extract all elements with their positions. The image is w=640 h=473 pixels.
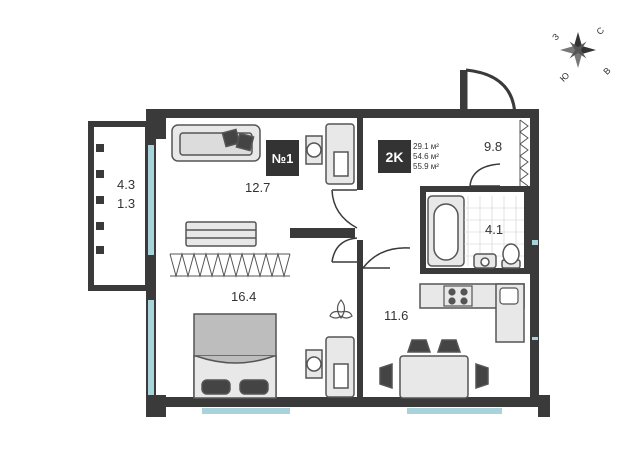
desk-icon [305,336,355,398]
bathtub-icon [427,195,465,267]
stove-icon [443,285,473,307]
balcony-area-label: 4.3 [117,177,136,192]
wardrobe-icon [169,252,291,278]
hall-closet [519,119,529,187]
balcony-area-reduced-label: 1.3 [117,196,136,211]
bedroom1-area-label: 12.7 [245,180,271,195]
total-area: 55.9 м² [413,162,439,171]
bed-icon [193,313,277,399]
apartment-type-badge: 2K [378,140,411,173]
toilet-icon [501,243,521,269]
dining-table-icon [379,339,489,399]
desk-icon [305,123,355,185]
hall-area-label: 9.8 [484,139,503,154]
tv-cabinet [185,221,257,247]
bedroom2-area-label: 16.4 [231,289,257,304]
area-summary: 29.1 м² 54.6 м² 55.9 м² [413,142,439,172]
entrance-door [464,68,517,119]
interior-doors [331,163,501,269]
kitchen-area-total: 54.6 м² [413,152,439,161]
compass-rose-icon [560,32,596,68]
kitchen-sink-icon [499,287,519,305]
sink-icon [473,253,497,269]
bath-area-label: 4.1 [485,222,504,237]
kitchen-area-label: 11.6 [384,308,409,323]
plant-icon [329,299,353,320]
apartment-number-badge: №1 [266,140,299,176]
sofa-icon [171,124,261,162]
interior-walls [290,115,538,400]
living-area: 29.1 м² [413,142,439,151]
exterior-walls [146,70,550,417]
